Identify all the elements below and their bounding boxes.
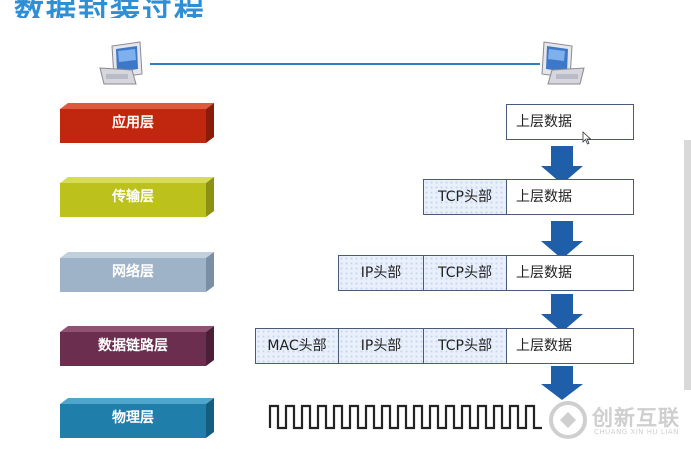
tcp-header-cell: TCP头部 [423,179,507,215]
layer-label: 数据链路层 [98,338,168,354]
layer-box-shape [60,398,214,438]
mac-header-cell: MAC头部 [255,328,339,364]
computer-icon [532,40,588,88]
down-arrow-icon [541,294,583,334]
down-arrow-icon [541,221,583,261]
layer-application: 应用层 [60,103,214,143]
computer-icon [96,40,152,88]
title-bar: 数据封装过程 [0,0,691,18]
upper-data-cell: 上层数据 [506,328,634,364]
down-arrow-icon [541,146,583,186]
upper-data-cell: 上层数据 [506,179,634,215]
upper-data-cell: 上层数据 [506,255,634,291]
watermark-logo-icon [549,401,587,439]
layer-transport: 传输层 [60,177,214,217]
layer-box-shape [60,103,214,143]
network-link-line [150,63,540,65]
layer-network: 网络层 [60,252,214,292]
upper-data-cell: 上层数据 [506,104,634,140]
watermark: 创新互联 CHUANG XIN HU LIAN [548,398,688,442]
layer-box-shape [60,252,214,292]
tcp-header-cell: TCP头部 [423,255,507,291]
down-arrow-icon [541,366,583,406]
layer-label: 物理层 [112,410,154,426]
watermark-subtext: CHUANG XIN HU LIAN [594,428,679,436]
layer-physical: 物理层 [60,398,214,438]
watermark-text: 创新互联 [592,406,680,430]
layer-data-link: 数据链路层 [60,326,214,366]
cursor-icon [582,130,592,149]
square-wave-signal [268,398,553,438]
layer-label: 应用层 [112,115,154,131]
ip-header-cell: IP头部 [338,255,424,291]
layer-box-shape [60,326,214,366]
layer-label: 网络层 [112,264,154,280]
ip-header-cell: IP头部 [338,328,424,364]
page-title: 数据封装过程 [14,0,206,18]
tcp-header-cell: TCP头部 [423,328,507,364]
layer-label: 传输层 [112,189,154,205]
scrollbar-strip [684,140,691,390]
layer-box-shape [60,177,214,217]
